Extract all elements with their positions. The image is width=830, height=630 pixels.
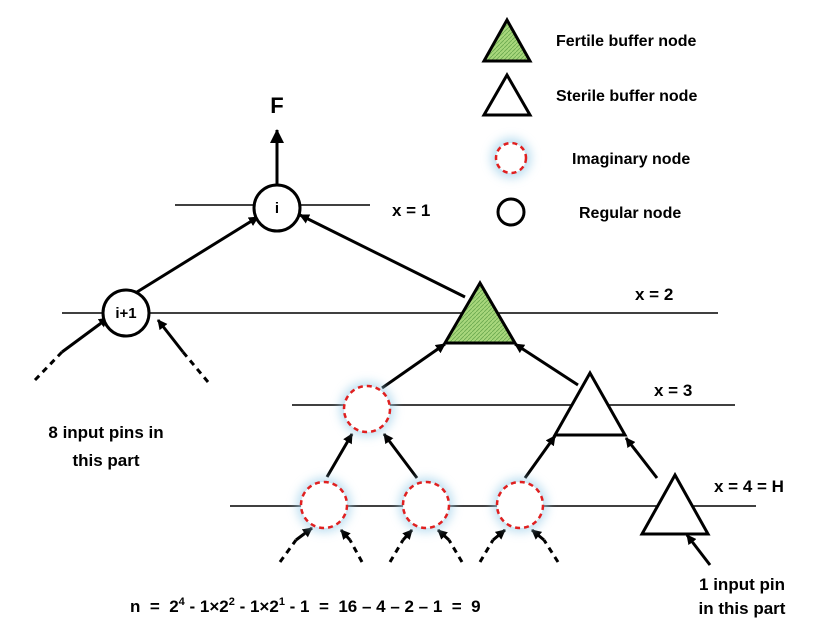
legend-imaginary-symbol — [494, 141, 528, 175]
legend-sterile-label: Sterile buffer node — [556, 88, 697, 105]
formula: n = 24 - 1×22 - 1×21 - 1 = 16 – 4 – 2 – … — [130, 596, 481, 616]
input-arrow-leaf1-left — [295, 526, 313, 542]
sterile-buffer-node-level4 — [639, 471, 711, 536]
note-left-line1: 8 input pins in — [48, 423, 163, 442]
edge-child-to-root — [136, 215, 259, 294]
edge-leaf3-to-sterile — [523, 435, 557, 479]
dashed-input-stubs — [33, 350, 560, 563]
imaginary-node-leaf2 — [399, 478, 453, 532]
sterile-buffer-node-level3 — [552, 369, 628, 437]
legend-regular-label: Regular node — [579, 205, 681, 222]
node-label-root: i — [275, 200, 279, 217]
imaginary-node-leaf1 — [297, 478, 351, 532]
legend: Fertile buffer node Sterile buffer node … — [481, 16, 697, 227]
regular-node-child: i+1 — [101, 288, 151, 338]
imaginary-node-leaf3 — [493, 478, 547, 532]
input-arrow-leaf2-left — [401, 528, 414, 542]
legend-fertile-symbol — [481, 16, 533, 63]
legend-regular-symbol — [496, 197, 526, 227]
legend-sterile: Sterile buffer node — [481, 71, 697, 117]
fertile-buffer-node — [442, 280, 518, 345]
legend-sterile-symbol — [481, 71, 533, 117]
level-label-2: x = 2 — [635, 285, 673, 304]
input-arrow-leaf3-left — [492, 528, 506, 542]
note-right-line2: in this part — [699, 599, 786, 618]
edge-sterile-to-fertile — [514, 342, 579, 387]
legend-regular: Regular node — [496, 197, 681, 227]
input-arrow-leaf1-right — [339, 528, 352, 542]
legend-imaginary-label: Imaginary node — [572, 151, 690, 168]
level-label-1: x = 1 — [392, 201, 430, 220]
legend-imaginary: Imaginary node — [491, 138, 690, 178]
edge-fertile-to-root — [299, 213, 466, 299]
imaginary-node-level3 — [340, 382, 394, 436]
input-arrow-child-left — [61, 316, 109, 354]
output-label: F — [270, 93, 283, 118]
edge-imag-to-fertile — [381, 342, 446, 390]
level-label-3: x = 3 — [654, 381, 692, 400]
note-right-line1: 1 input pin — [699, 575, 785, 594]
level-label-4: x = 4 = H — [714, 477, 784, 496]
input-arrow-sterile2 — [685, 534, 712, 566]
legend-fertile-label: Fertile buffer node — [556, 33, 697, 50]
input-arrow-leaf2-right — [436, 528, 451, 542]
edge-sterile2-to-sterile — [624, 437, 659, 479]
input-arrow-leaf3-right — [531, 528, 545, 542]
edge-leaf2-to-imag — [382, 433, 419, 479]
input-arrow-child-right — [156, 319, 185, 353]
node-label-child: i+1 — [115, 305, 136, 322]
note-left-line2: this part — [72, 451, 139, 470]
edge-leaf1-to-imag — [325, 433, 354, 478]
legend-fertile: Fertile buffer node — [481, 16, 697, 63]
regular-node-root: i — [252, 183, 302, 233]
